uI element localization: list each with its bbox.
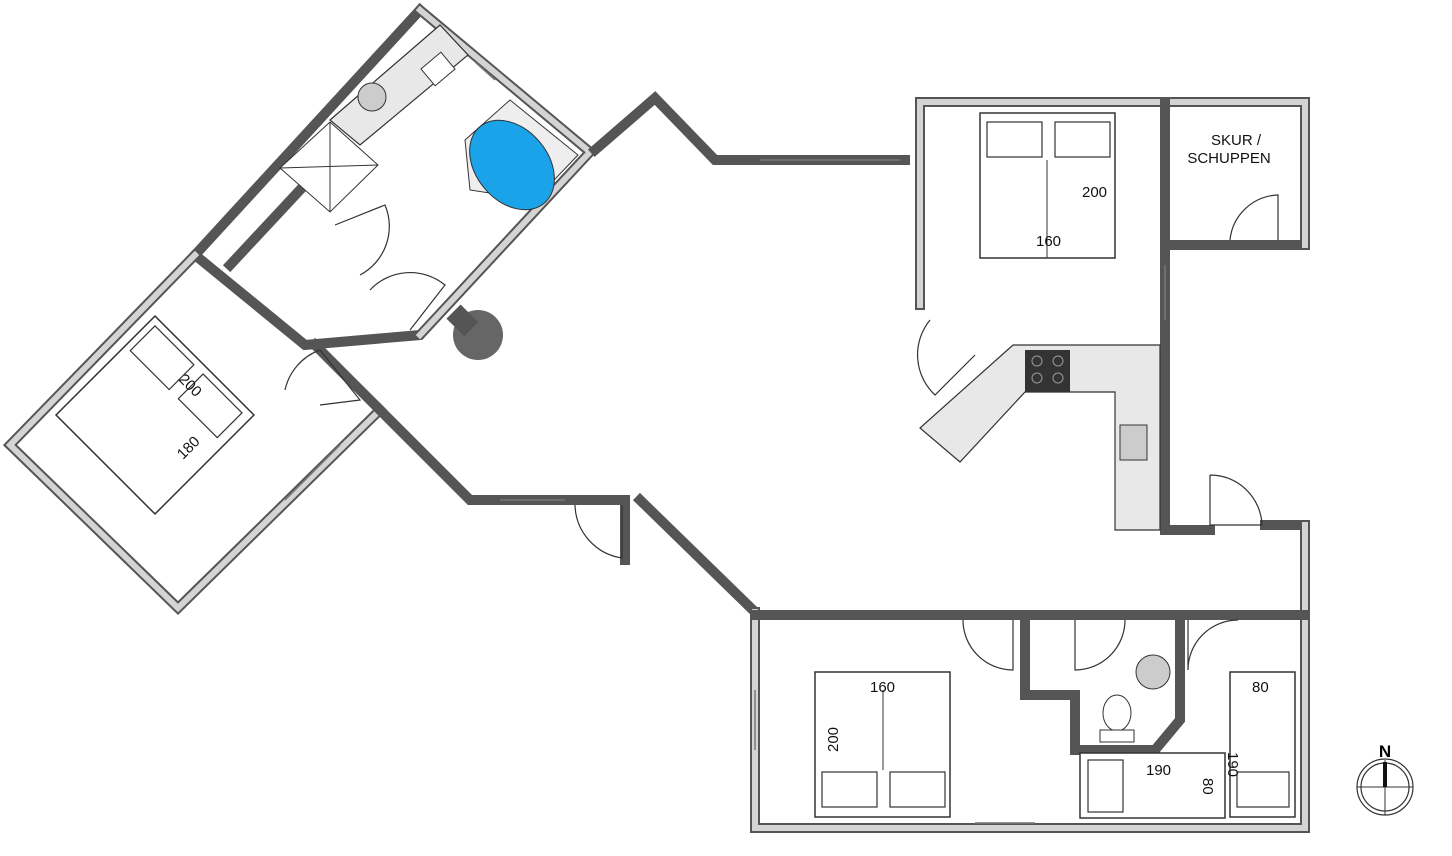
shed-label: SKUR / <box>1211 132 1262 149</box>
bath-counter <box>329 24 469 146</box>
bed-length-label: 190 <box>1146 762 1171 779</box>
bed-s: 160 200 <box>814 671 951 818</box>
compass-north-label: N <box>1379 742 1391 761</box>
bed-width-label: 160 <box>870 679 895 696</box>
bathtub-icon <box>469 119 555 211</box>
doors <box>284 194 1279 671</box>
shed-label-2: SCHUPPEN <box>1187 150 1270 167</box>
kitchen <box>919 344 1161 531</box>
wc-sink-icon <box>1135 654 1171 690</box>
bed-length-label: 200 <box>825 727 842 752</box>
bed-ne: 200 160 <box>979 112 1116 259</box>
stove-icon <box>1025 350 1070 392</box>
compass-icon: N <box>1356 742 1414 816</box>
sink-icon <box>357 82 387 112</box>
bathroom-fixtures <box>279 24 579 360</box>
bed-width-label: 160 <box>1036 233 1061 250</box>
bed-width-label: 80 <box>1199 778 1216 795</box>
bed-width-label: 80 <box>1252 679 1269 696</box>
bed-bunk: 190 80 <box>1079 752 1226 819</box>
bed-length-label: 190 <box>1224 752 1241 777</box>
bed-length-label: 200 <box>1082 184 1107 201</box>
washer-icon <box>420 51 456 87</box>
kitchen-sink-icon <box>1119 424 1148 461</box>
bed-single: 80 190 <box>1224 671 1296 818</box>
bed-w <box>54 314 256 516</box>
windows <box>284 61 1166 824</box>
wc <box>1099 654 1171 743</box>
toilet-icon <box>1102 694 1132 732</box>
